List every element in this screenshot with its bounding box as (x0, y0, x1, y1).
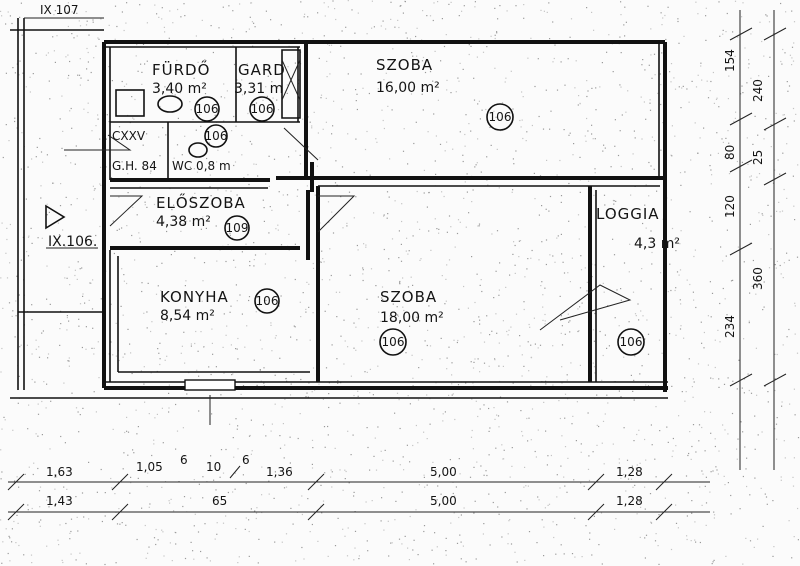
room-name-loggia: LOGGIA (596, 205, 660, 223)
dim-right-3: 80 (723, 145, 737, 160)
room-codes: 106 106 106 109 106 106 106 106 (194, 96, 645, 356)
svg-text:106: 106 (620, 335, 643, 349)
dim-right-7: 234 (723, 315, 737, 338)
room-area-eloszoba: 4,38 m² (156, 214, 211, 230)
dim-right-6: 360 (751, 267, 765, 290)
code-circle-szoba2: 106 (379, 328, 407, 356)
door-swing (317, 195, 356, 233)
walls (10, 17, 668, 425)
room-name-eloszoba: ELŐSZOBA (156, 192, 246, 212)
room-area-konyha: 8,54 m² (160, 308, 215, 324)
dim-bottom-12: 1,28 (616, 494, 643, 508)
code-circle-eloszoba: 109 (224, 215, 250, 241)
corner-code-label: IX 107 (40, 3, 78, 17)
dim-bottom-4: 10 (206, 460, 221, 474)
room-name-furdo: FÜRDŐ (152, 59, 210, 79)
svg-text:106: 106 (382, 335, 405, 349)
room-area-garo: 3,31 m (234, 81, 283, 97)
door-swing (64, 134, 132, 151)
code-circle-wc: 106 (204, 124, 228, 148)
room-area-szoba1: 16,00 m² (376, 80, 440, 96)
dim-right-2: 240 (751, 79, 765, 102)
right-dimension-chain: 154 240 80 25 120 360 234 (723, 10, 787, 470)
room-area-loggia: 4,3 m² (634, 236, 680, 252)
gh-label: G.H. 84 (112, 159, 157, 173)
room-labels: FÜRDŐ 3,40 m² GARD 3,31 m SZOBA 16,00 m²… (152, 56, 680, 326)
wardrobe-icon (281, 49, 301, 119)
sink-icon (157, 95, 183, 113)
door-swing (109, 195, 144, 227)
bottom-dimension-chains: 1,63 1,05 6 10 6 1,36 5,00 1,28 1,43 65 … (7, 453, 710, 521)
code-circle-furdo: 106 (194, 96, 220, 122)
svg-text:106: 106 (251, 102, 274, 116)
small-annotations: CXXV G.H. 84 WC 0,8 m IX 107 IX.106. (40, 3, 231, 250)
room-name-garo: GARD (238, 61, 286, 79)
room-name-szoba1: SZOBA (376, 56, 433, 74)
code-circle-szoba1: 106 (486, 103, 514, 131)
door-swing (539, 284, 632, 331)
dim-bottom-8: 1,28 (616, 465, 643, 479)
entrance-arrow-icon (45, 204, 66, 230)
code-circle-loggia: 106 (617, 328, 645, 356)
dim-bottom-11: 5,00 (430, 494, 457, 508)
room-area-furdo: 3,40 m² (152, 81, 207, 97)
bathtub-icon (115, 89, 145, 117)
entrance-code-label: IX.106. (48, 234, 97, 250)
toilet-icon (188, 142, 208, 158)
cxxv-label: CXXV (112, 129, 146, 143)
door-swing (283, 127, 319, 161)
svg-text:106: 106 (196, 102, 219, 116)
dim-bottom-3: 6 (180, 453, 188, 467)
room-area-szoba2: 18,00 m² (380, 310, 444, 326)
dim-right-4: 25 (751, 150, 765, 165)
dim-bottom-7: 5,00 (430, 465, 457, 479)
code-circle-konyha: 106 (254, 288, 280, 314)
code-circle-garo: 106 (249, 96, 275, 122)
room-name-konyha: KONYHA (160, 288, 229, 306)
dim-bottom-10: 65 (212, 494, 227, 508)
dim-right-1: 154 (723, 49, 737, 72)
svg-text:109: 109 (226, 221, 249, 235)
dim-bottom-6: 1,36 (266, 465, 293, 479)
dim-bottom-2: 1,05 (136, 460, 163, 474)
svg-text:106: 106 (256, 294, 279, 308)
svg-text:106: 106 (489, 110, 512, 124)
fixtures (45, 49, 632, 331)
room-name-szoba2: SZOBA (380, 288, 437, 306)
dim-bottom-9: 1,43 (46, 494, 73, 508)
dim-right-5: 120 (723, 195, 737, 218)
dim-bottom-5: 6 (242, 453, 250, 467)
dim-bottom-1: 1,63 (46, 465, 73, 479)
wc-label: WC 0,8 m (172, 159, 231, 173)
svg-text:106: 106 (205, 129, 228, 143)
